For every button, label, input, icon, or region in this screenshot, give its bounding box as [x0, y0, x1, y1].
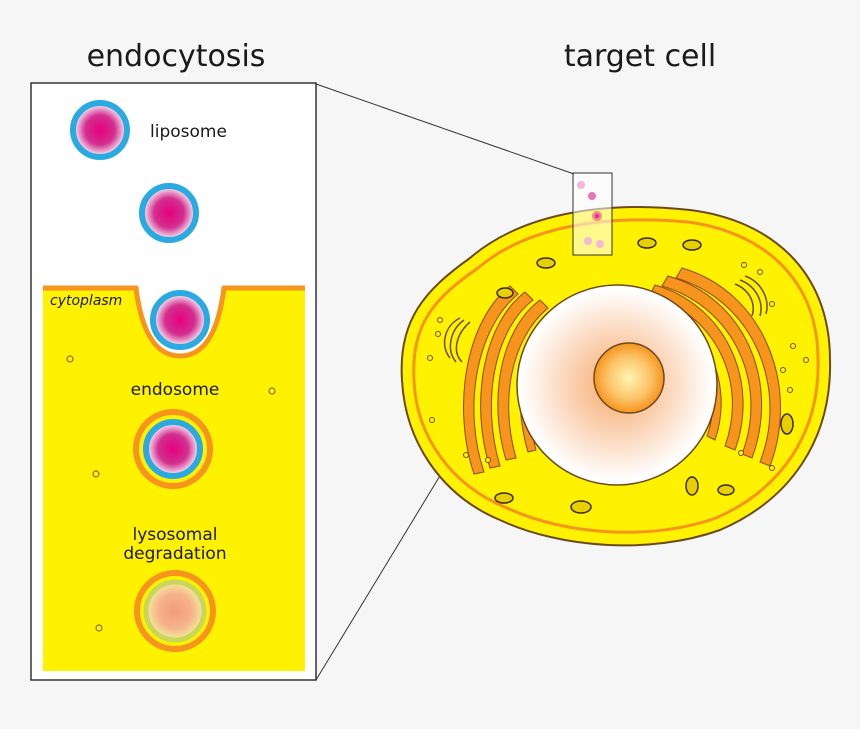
endosome-label: endosome: [131, 380, 220, 400]
endosome: [133, 409, 213, 489]
cell-particles: [427, 262, 809, 471]
lysosomal-label-line1: lysosomal: [133, 525, 218, 545]
golgi-left: [443, 317, 471, 363]
nucleolus: [593, 342, 665, 414]
liposome-1: [70, 100, 130, 160]
target-cell: [400, 172, 832, 547]
liposome-3: [150, 290, 210, 350]
cell-inner-membrane: [412, 218, 820, 534]
endocytosis-panel: cytoplasm liposome endosome lysosomal de…: [30, 82, 317, 681]
cytoplasm-label: cytoplasm: [50, 293, 122, 309]
lysosomal-label-line2: degradation: [123, 544, 226, 564]
zoom-line-top: [315, 83, 575, 175]
liposome-2: [139, 183, 199, 243]
cytoplasm-particles: [66, 355, 276, 632]
liposome-label: liposome: [150, 122, 227, 142]
endocytosis-title: endocytosis: [87, 39, 266, 74]
lysosome: [134, 570, 216, 652]
target-cell-title: target cell: [564, 39, 716, 74]
zoom-vesicles: [577, 181, 604, 248]
mitochondria: [494, 237, 794, 514]
golgi-right: [734, 275, 768, 317]
plasma-membrane: [43, 285, 305, 359]
